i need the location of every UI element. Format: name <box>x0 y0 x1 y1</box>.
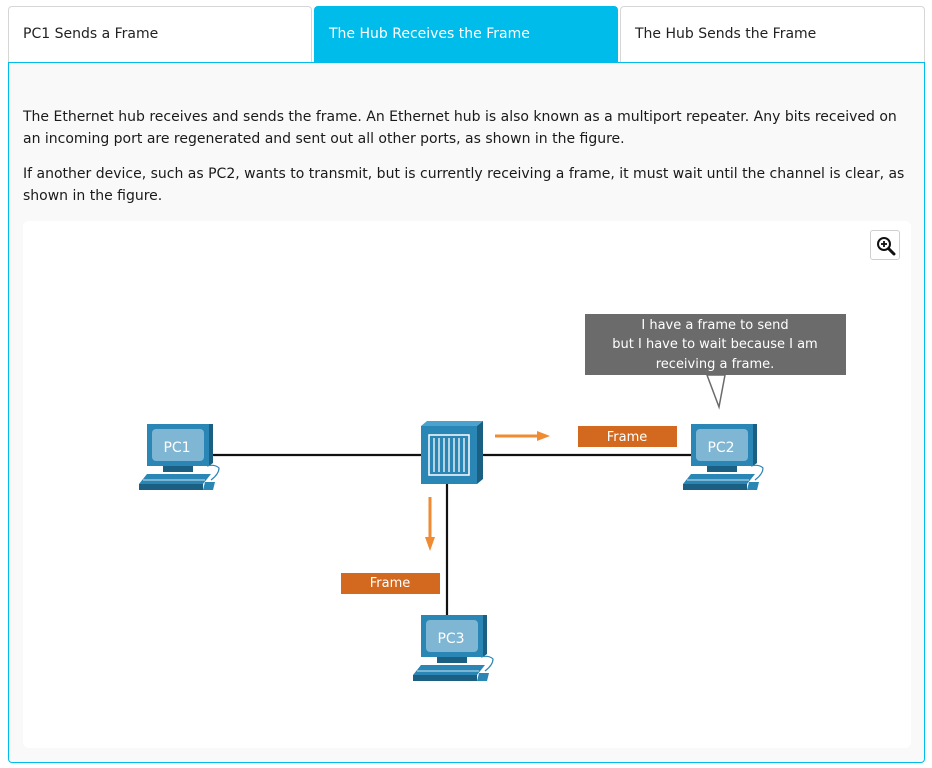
tab-bar: PC1 Sends a Frame The Hub Receives the F… <box>8 6 925 63</box>
zoom-in-icon <box>877 237 896 256</box>
pc3-label: PC3 <box>437 631 464 647</box>
description-paragraph: The Ethernet hub receives and sends the … <box>23 109 897 147</box>
pc2-label: PC2 <box>707 440 734 456</box>
arrow-down-icon <box>425 497 435 551</box>
pc2-device: PC2 <box>683 424 764 491</box>
zoom-button[interactable] <box>870 230 900 260</box>
tab-hub-sends-the-frame[interactable]: The Hub Sends the Frame <box>620 6 925 63</box>
pc1-device: PC1 <box>139 424 220 491</box>
arrow-right-icon <box>495 431 550 441</box>
pc3-device: PC3 <box>413 615 494 682</box>
tab-content-panel: The Ethernet hub receives and sends the … <box>8 62 925 763</box>
bubble-line-2: but I have to wait because I am <box>612 337 817 352</box>
bubble-line-1: I have a frame to send <box>641 318 788 333</box>
pc2-speech-bubble: I have a frame to send but I have to wai… <box>585 314 846 410</box>
frame-box-to-pc3: Frame <box>341 573 440 594</box>
note-paragraph: If another device, such as PC2, wants to… <box>23 166 905 204</box>
bubble-line-3: receiving a frame. <box>656 357 775 372</box>
hub-topology-diagram: PC1 PC2 PC3 Frame <box>139 314 846 682</box>
frame-label-pc3: Frame <box>370 576 411 591</box>
hub-icon <box>421 421 483 484</box>
pc1-label: PC1 <box>163 440 190 456</box>
tab-pc1-sends-a-frame[interactable]: PC1 Sends a Frame <box>8 6 312 63</box>
tab-hub-receives-the-frame[interactable]: The Hub Receives the Frame <box>314 6 618 63</box>
frame-box-to-pc2: Frame <box>578 426 677 447</box>
frame-label-pc2: Frame <box>607 430 648 445</box>
network-figure: PC1 PC2 PC3 Frame <box>23 221 911 748</box>
